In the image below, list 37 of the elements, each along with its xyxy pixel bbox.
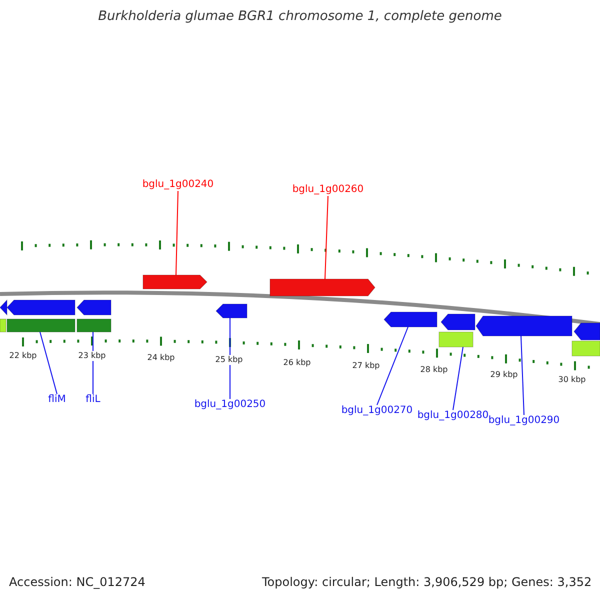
title: Burkholderia glumae BGR1 chromosome 1, complete genome — [97, 9, 503, 25]
gene-label: bglu_1g00290 — [488, 415, 560, 427]
scale-label: 28 kbp — [420, 365, 448, 375]
scale-label: 22 kbp — [9, 351, 37, 361]
leader-line — [520, 336, 524, 416]
scale-label: 26 kbp — [283, 358, 311, 368]
gene-feature — [142, 274, 208, 290]
gene-bar — [572, 340, 600, 356]
leader-line — [176, 190, 178, 276]
scale-label: 27 kbp — [352, 361, 380, 371]
gene-bar — [438, 332, 474, 348]
accession-note: Accession: NC_012724 — [9, 575, 146, 590]
leader-line — [376, 326, 408, 406]
gene-feature — [384, 312, 438, 328]
gene-label: bglu_1g00250 — [194, 399, 266, 411]
scale-label: 30 kbp — [558, 375, 586, 385]
gene-feature — [574, 322, 600, 340]
leader-line — [40, 332, 58, 394]
scale-label: 24 kbp — [147, 353, 175, 363]
gene-label: fliM — [48, 394, 66, 406]
leader-line — [452, 346, 464, 410]
scale-label: 23 kbp — [78, 351, 106, 361]
scale-label: 29 kbp — [490, 370, 518, 380]
gene-feature — [270, 278, 376, 296]
gene-label: bglu_1g00240 — [142, 179, 214, 191]
gene-label: fliL — [86, 394, 100, 406]
leader-line — [324, 196, 328, 280]
gene-feature — [440, 314, 476, 330]
gene-label: bglu_1g00270 — [341, 405, 413, 417]
gene-label: bglu_1g00280 — [417, 410, 489, 422]
genome-summary: Topology: circular; Length: 3,906,529 bp; Genes: 3,352 — [262, 575, 592, 590]
gene-label: bglu_1g00260 — [292, 184, 364, 196]
gene-feature — [76, 300, 112, 316]
scale-label: 25 kbp — [215, 355, 243, 365]
gene-bar — [6, 318, 76, 332]
gene-bar — [76, 318, 112, 332]
gene-feature — [216, 304, 248, 318]
